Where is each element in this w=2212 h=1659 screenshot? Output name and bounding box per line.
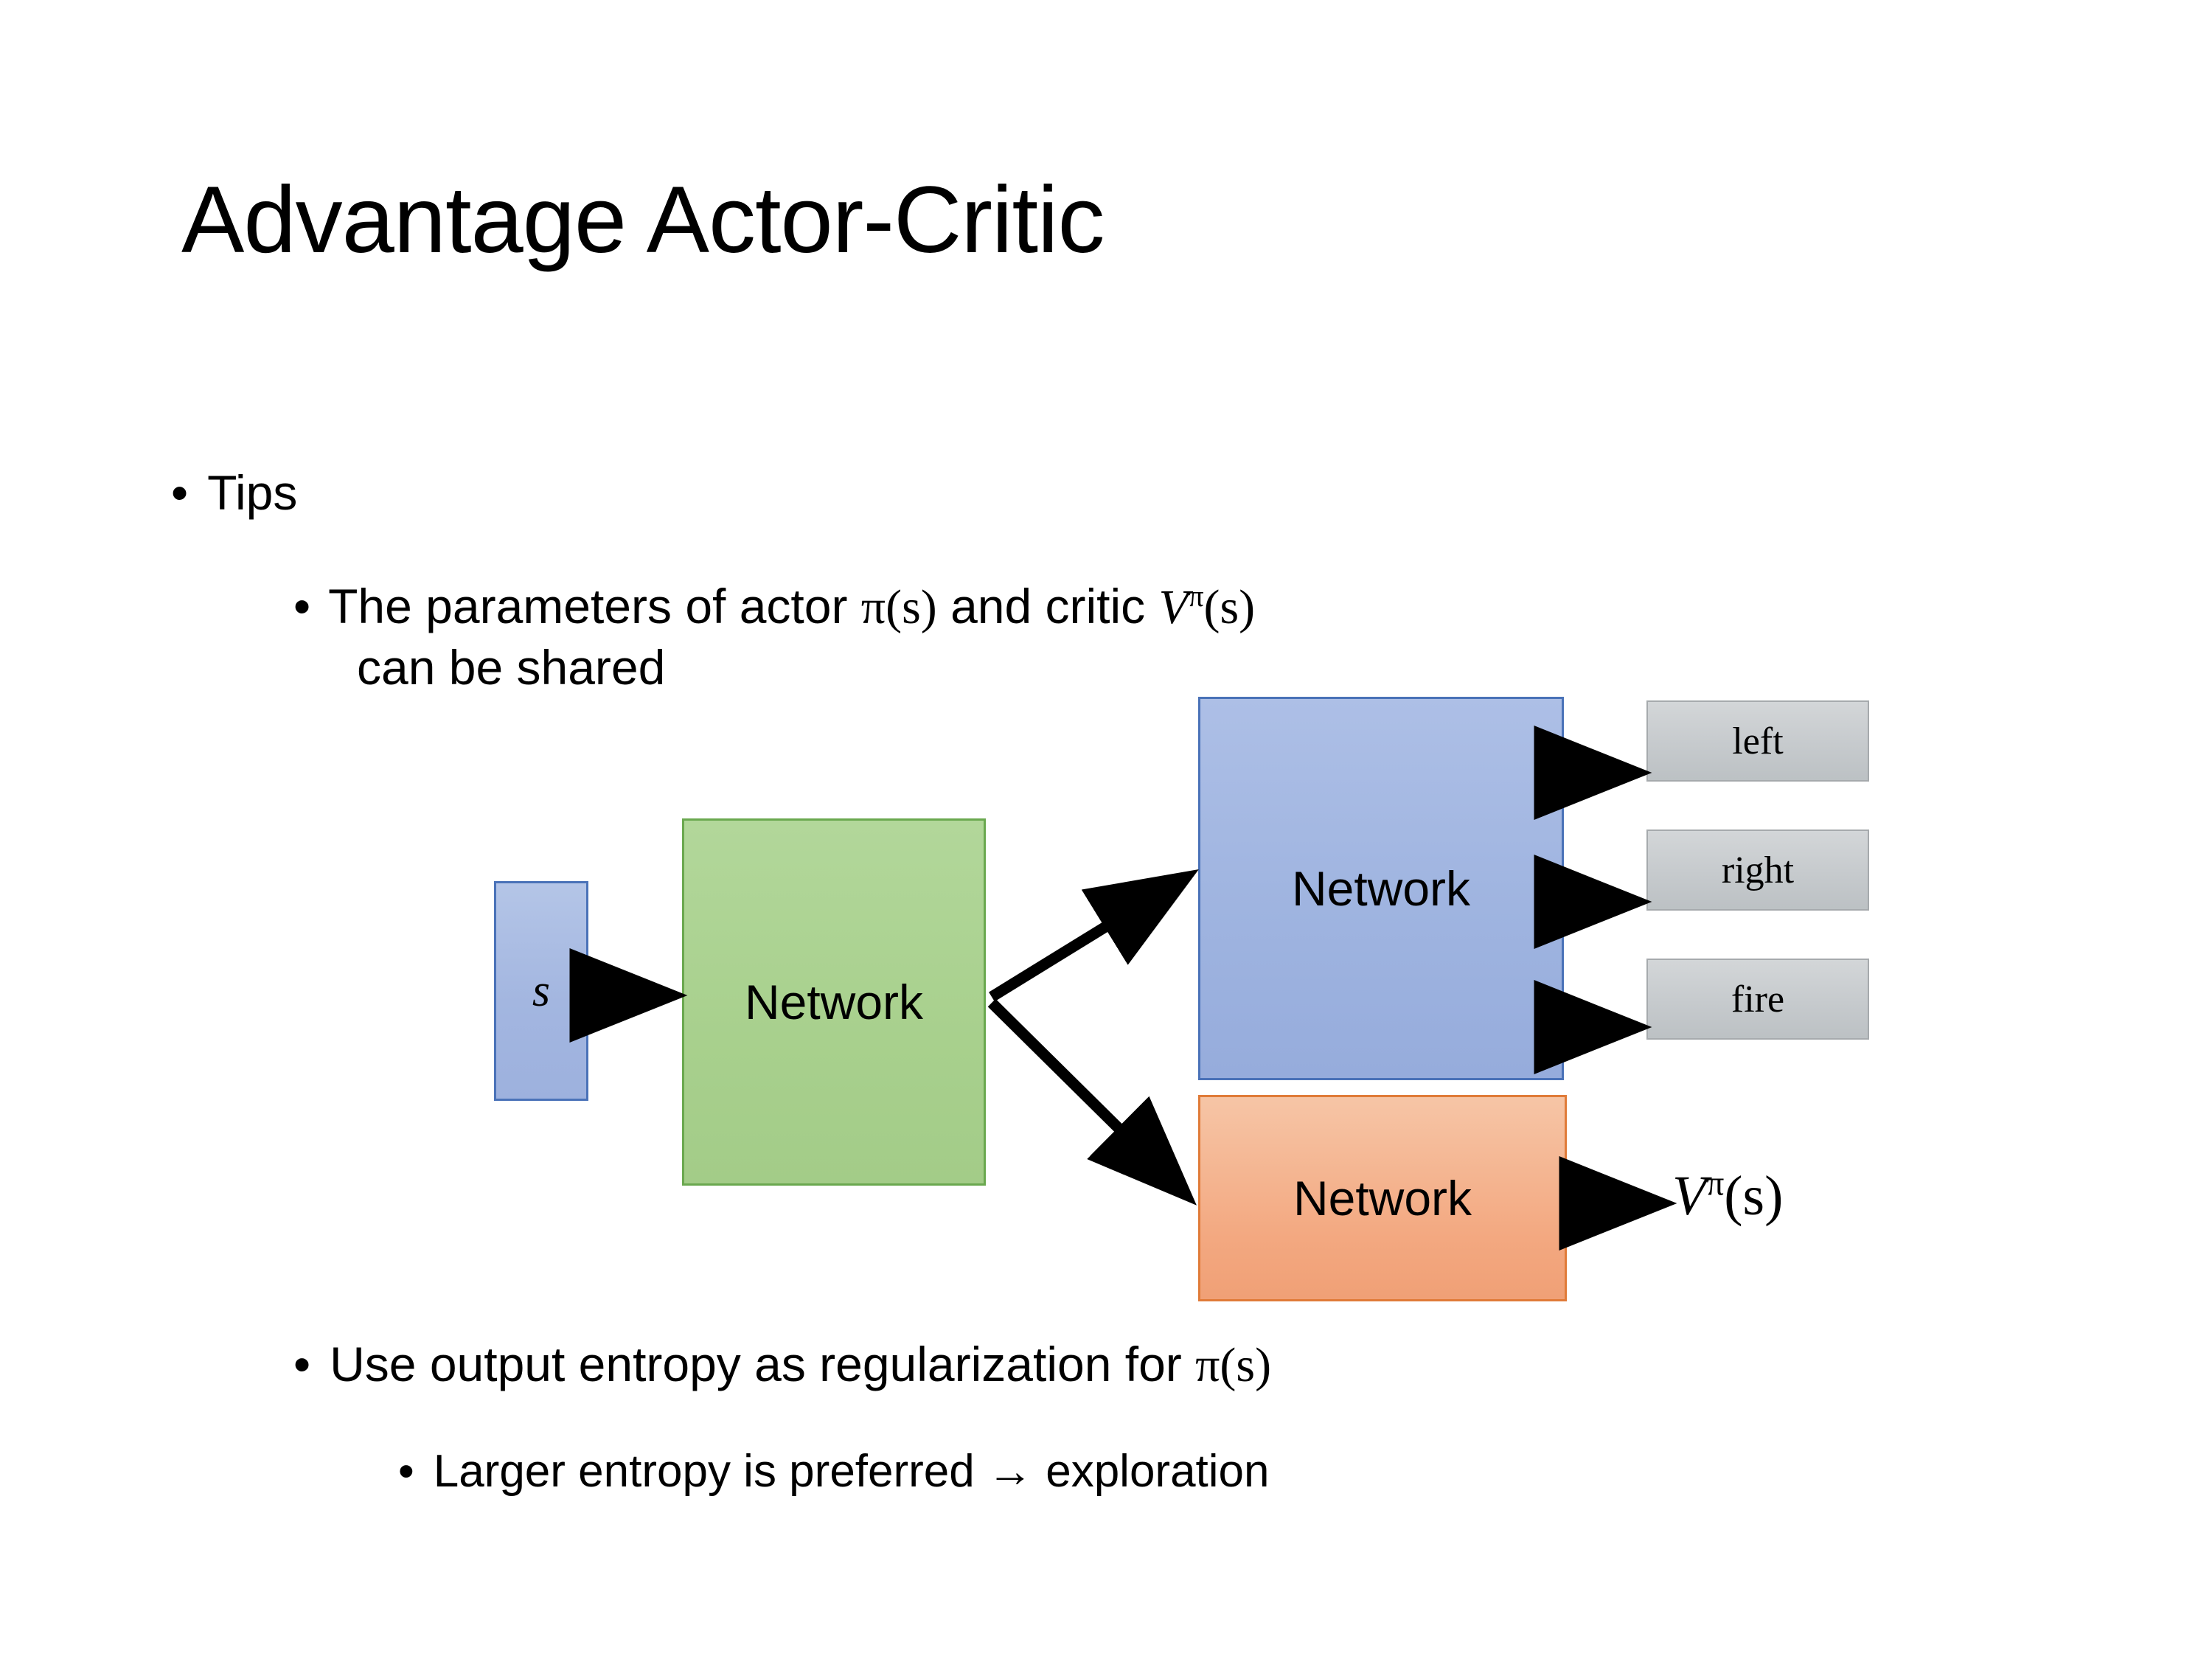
shared-text-pre: The parameters of actor [328, 579, 861, 633]
math-actor-pi-s: π(s) [860, 580, 937, 634]
shared-text-line2: can be shared [357, 639, 666, 695]
critic-output-v: V [1672, 1165, 1707, 1227]
actor-network-box: Network [1198, 697, 1564, 1080]
arrow-shared-to-critic [987, 998, 1197, 1206]
math-critic-arg: (s) [1203, 580, 1256, 634]
critic-network-box: Network [1198, 1095, 1567, 1301]
action-label-fire: fire [1731, 978, 1785, 1020]
critic-output-label: Vπ(s) [1672, 1164, 1783, 1228]
action-box-fire: fire [1646, 959, 1869, 1040]
shared-network-box: Network [682, 818, 986, 1186]
bullet-marker: • [171, 465, 189, 520]
math-critic-pi-superscript: π [1188, 580, 1204, 613]
state-label: s [532, 965, 551, 1016]
bullet-tips-label: Tips [207, 465, 298, 520]
bullet-shared-parameters: • The parameters of actor π(s) and critic… [293, 577, 1989, 698]
action-label-left: left [1732, 720, 1784, 762]
shared-text-mid: and critic [936, 579, 1159, 633]
critic-output-arg: (s) [1724, 1165, 1784, 1227]
critic-network-label: Network [1293, 1171, 1472, 1225]
math-critic-v: V [1158, 580, 1189, 634]
bullet-tips: • Tips [171, 465, 297, 521]
critic-output-pi-superscript: π [1706, 1164, 1725, 1203]
state-input-box: s [494, 881, 588, 1101]
math-entropy-pi-s: π(s) [1195, 1338, 1272, 1392]
arrow-shared-to-actor [989, 869, 1199, 1002]
bullet-entropy-regularization: • Use output entropy as regularization fo… [293, 1336, 1271, 1394]
shared-network-label: Network [744, 975, 924, 1029]
bullet-marker: • [293, 1337, 311, 1391]
action-box-left: left [1646, 700, 1869, 782]
action-box-right: right [1646, 830, 1869, 911]
action-label-right: right [1721, 849, 1795, 891]
page-title: Advantage Actor-Critic [181, 167, 1105, 273]
entropy-text: Use output entropy as regularization for [330, 1337, 1196, 1391]
bullet-marker: • [293, 579, 311, 633]
bullet-larger-entropy: • Larger entropy is preferred → explorati… [398, 1445, 1270, 1498]
bullet-marker: • [398, 1446, 414, 1497]
larger-entropy-text: Larger entropy is preferred → exploratio… [433, 1446, 1270, 1497]
actor-network-label: Network [1291, 861, 1471, 916]
